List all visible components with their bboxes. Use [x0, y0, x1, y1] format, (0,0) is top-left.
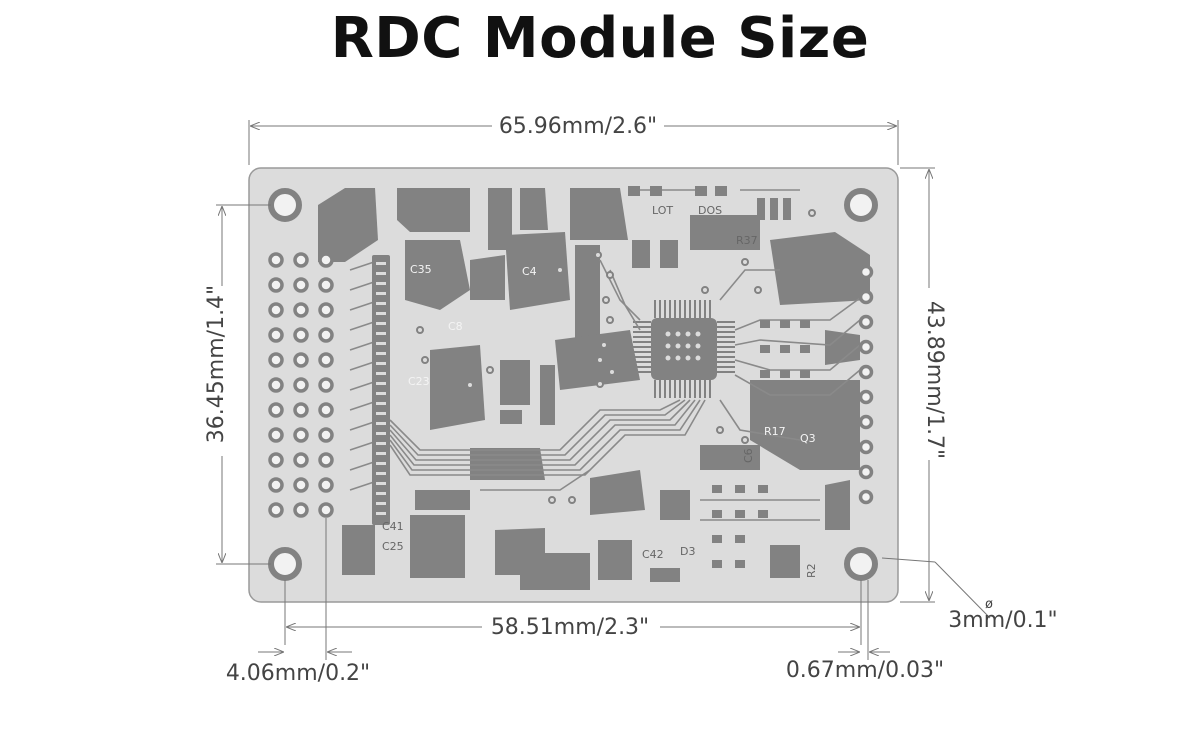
- hole-diameter-label: 3mm/0.1": [948, 608, 1057, 633]
- silk-c8: C8: [448, 320, 463, 333]
- left-offset-label: 4.06mm/0.2": [226, 661, 370, 686]
- silk-d3: D3: [680, 545, 695, 558]
- vertical-pitch-label: 36.45mm/1.4": [204, 285, 229, 443]
- width-label: 65.96mm/2.6": [499, 114, 657, 139]
- right-offset-label: 0.67mm/0.03": [786, 658, 944, 683]
- silk-r17: R17: [764, 425, 786, 438]
- silk-c41: C41: [382, 520, 404, 533]
- page-title: RDC Module Size: [330, 6, 870, 71]
- silk-c35: C35: [410, 263, 432, 276]
- right-header-pins: [858, 264, 874, 505]
- header-pins: [268, 252, 334, 518]
- smd-components: [440, 186, 831, 568]
- silk-c6: C6: [742, 448, 755, 463]
- silk-lot: LOT: [652, 204, 673, 217]
- pcb-traces: [349, 189, 861, 521]
- silk-c23: C23: [408, 375, 430, 388]
- silkscreen: LOT DOS C35 C4 C8 C23 C41 C25 C42 D3 R37…: [382, 204, 818, 578]
- diameter-symbol: ø: [985, 597, 993, 612]
- height-label: 43.89mm/1.7": [922, 301, 947, 459]
- mounting-holes: [268, 188, 878, 581]
- silk-c42: C42: [642, 548, 664, 561]
- connector-pad-gaps: [376, 262, 386, 515]
- silk-c25: C25: [382, 540, 404, 553]
- dimension-labels: 65.96mm/2.6" 43.89mm/1.7" 36.45mm/1.4" 5…: [204, 111, 1058, 686]
- silk-r37: R37: [736, 234, 758, 247]
- silk-r2: R2: [805, 563, 818, 578]
- vias: [416, 209, 816, 504]
- silk-dos: DOS: [698, 204, 722, 217]
- mcu-chip: [633, 300, 735, 398]
- horizontal-pitch-label: 58.51mm/2.3": [491, 615, 649, 640]
- silk-q3: Q3: [800, 432, 816, 445]
- silk-c4: C4: [522, 265, 537, 278]
- pcb-board: LOT DOS C35 C4 C8 C23 C41 C25 C42 D3 R37…: [248, 167, 899, 603]
